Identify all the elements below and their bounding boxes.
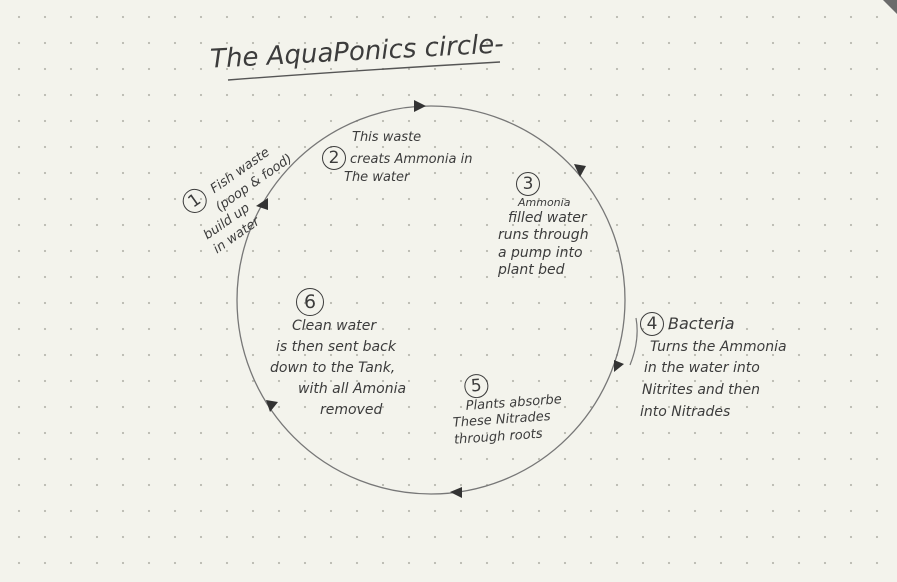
- paper-corner: [883, 0, 897, 14]
- step-text: with all Amonia: [298, 381, 407, 397]
- step-text: This waste: [352, 130, 422, 145]
- step-6: 6 Clean water is then sent back down to …: [270, 288, 406, 421]
- step-text: is then sent back: [276, 339, 396, 355]
- step-text: Clean water: [292, 318, 377, 334]
- step-text: down to the Tank,: [270, 360, 396, 376]
- title-underline: [227, 61, 501, 81]
- step-number: 6: [296, 288, 324, 316]
- step-text: plant bed: [498, 262, 565, 279]
- step4-bracket: [629, 317, 638, 366]
- arrow-bottom: [450, 487, 462, 498]
- step-3: 3 Ammonia filled water runs through a pu…: [498, 172, 589, 280]
- step-text: Turns the Ammonia: [650, 338, 787, 355]
- step-text: Bacteria: [668, 314, 735, 333]
- arrow-upper-left: [256, 198, 268, 210]
- cycle-arrows: [256, 100, 624, 498]
- step-number: 2: [322, 146, 346, 171]
- step-text: creats Ammonia in: [350, 152, 473, 168]
- step-text: Ammonia: [518, 196, 571, 209]
- step-text: filled water: [508, 209, 587, 226]
- step-number: 5: [463, 373, 490, 399]
- arrow-top: [414, 100, 426, 112]
- step-number: 3: [516, 172, 540, 196]
- step-text: Nitrites and then: [642, 382, 760, 399]
- step-text: a pump into: [498, 244, 583, 261]
- step-text: in the water into: [644, 360, 760, 377]
- arrow-upper-right: [574, 164, 586, 177]
- step-text: removed: [320, 402, 383, 418]
- cycle-circle: [236, 105, 626, 495]
- step-text: into Nitrades: [640, 403, 731, 420]
- step-5: 5 Plants absorbe These Nitrades through …: [450, 368, 565, 448]
- arrow-lower-left: [266, 400, 278, 412]
- step-text: runs through: [498, 227, 589, 244]
- step-number: 4: [640, 312, 664, 336]
- arrow-right: [614, 360, 624, 372]
- step-text: The water: [344, 170, 410, 186]
